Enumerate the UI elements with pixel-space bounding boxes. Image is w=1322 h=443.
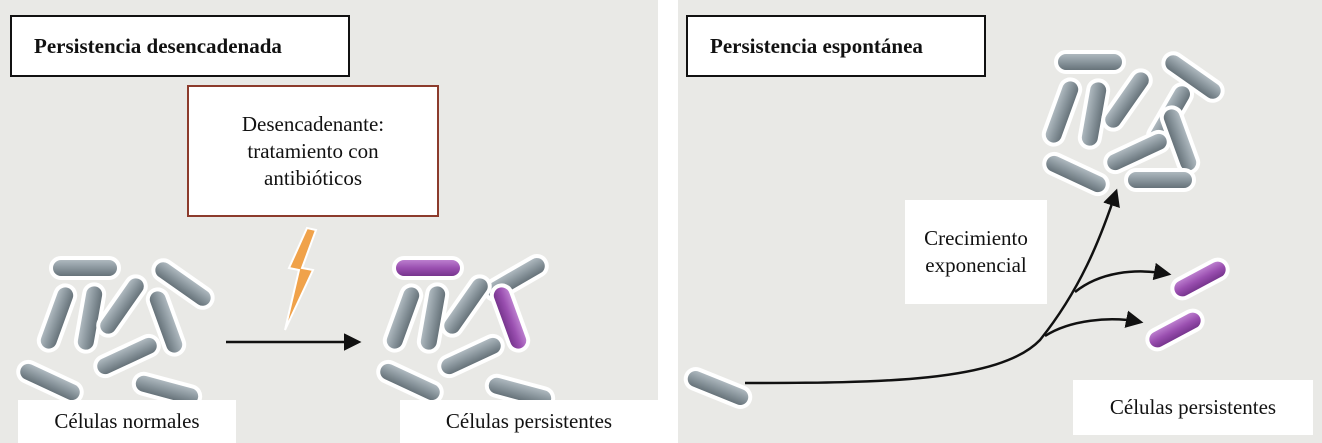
- normal-cell: [93, 333, 161, 379]
- normal-cell: [1103, 129, 1171, 175]
- normal-cell: [145, 287, 187, 357]
- normal-cell: [440, 274, 492, 338]
- normal-cell: [382, 283, 424, 353]
- title-triggered-persistence: Persistencia desencadenada: [10, 15, 350, 77]
- normal-cell: [1041, 77, 1083, 147]
- normal-cell: [131, 371, 203, 409]
- persister-cells-cluster: [376, 254, 556, 411]
- normal-cell: [1054, 50, 1126, 74]
- growth-label-line: exponencial: [925, 253, 1027, 277]
- normal-cell: [1042, 151, 1110, 197]
- trigger-label-line: Desencadenante:: [241, 111, 385, 136]
- normal-cell: [683, 367, 753, 409]
- normal-cell: [376, 359, 444, 405]
- normal-cell: [1124, 168, 1196, 192]
- normal-cell: [49, 256, 121, 280]
- persister-cell: [1170, 257, 1230, 301]
- trigger-label-line: tratamiento con: [247, 138, 379, 163]
- trigger-label-line: antibióticos: [264, 165, 362, 190]
- caption-normal-cells: Células normales: [18, 400, 236, 443]
- normal-cell: [151, 258, 215, 310]
- growth-label-box: Crecimiento exponencial: [905, 200, 1047, 304]
- normal-cell: [36, 283, 78, 353]
- normal-cell: [437, 333, 505, 379]
- persister-cell: [1145, 308, 1205, 352]
- normal-cell: [16, 359, 84, 405]
- branch-path-lower: [1044, 310, 1144, 338]
- exponential-growth-cluster: [1041, 50, 1225, 197]
- caption-persister-cells-right: Células persistentes: [1073, 380, 1313, 435]
- persister-cell: [392, 256, 464, 280]
- title-spontaneous-persistence: Persistencia espontánea: [686, 15, 986, 77]
- branch-path-upper: [1074, 262, 1172, 293]
- caption-persister-cells-left: Células persistentes: [400, 400, 658, 443]
- persister-cell: [489, 283, 531, 353]
- growth-path: [744, 188, 1120, 385]
- normal-cells-cluster: [16, 256, 215, 409]
- trigger-label-box: Desencadenante: tratamiento con antibiót…: [187, 85, 439, 217]
- normal-cell: [1101, 68, 1153, 132]
- growth-label-line: Crecimiento: [924, 226, 1028, 250]
- lightning-icon: [284, 226, 318, 331]
- normal-cell: [96, 274, 148, 338]
